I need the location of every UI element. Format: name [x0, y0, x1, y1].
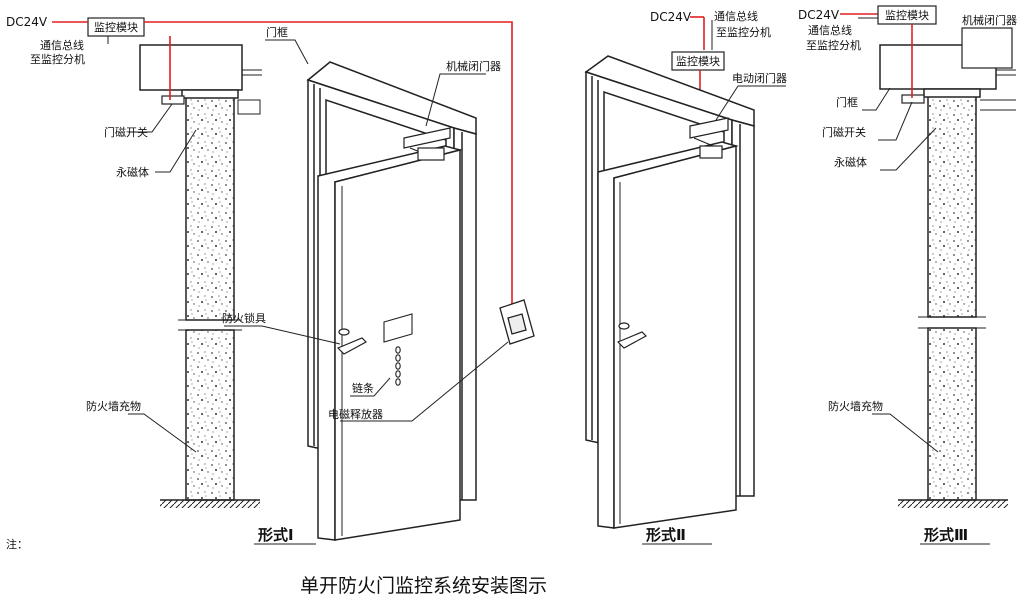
dc24v-label-3: DC24V	[798, 8, 840, 22]
magnet-label-3: 永磁体	[834, 155, 867, 169]
monitor-module-box-3	[877, 5, 937, 25]
leaders-2	[715, 85, 786, 121]
bus-label-3a: 通信总线	[808, 23, 852, 37]
note-label: 注：	[6, 537, 28, 551]
frame-label-3: 门框	[836, 95, 858, 109]
door-1	[306, 61, 477, 541]
module-label-1: 监控模块	[94, 20, 138, 34]
fill-label-1: 防火墙充物	[86, 399, 141, 413]
bus-label-1a: 通信总线	[40, 38, 84, 52]
leaders-3	[862, 87, 939, 453]
closer-label-3: 机械闭门器	[962, 13, 1017, 27]
magnet-label-1: 永磁体	[116, 165, 149, 179]
form-3: DC24V 监控模块 通信总线 至监控分机 机械闭门器 门框 门磁开关 永磁体 …	[798, 5, 1017, 545]
bus-label-2a: 通信总线	[714, 9, 758, 23]
diagram-title: 单开防火门监控系统安装图示	[300, 575, 547, 597]
closer-label-1: 机械闭门器	[446, 59, 501, 73]
form-1-label: 形式Ⅰ	[258, 526, 294, 544]
bus-label-3b: 至监控分机	[806, 38, 861, 52]
chain-label-1: 链条	[352, 381, 374, 395]
fire-lock-2	[616, 322, 647, 349]
switch-label-1: 门磁开关	[104, 125, 148, 139]
module-label-2: 监控模块	[676, 54, 720, 68]
top-housing-1	[139, 44, 262, 115]
electromagnetic-release-1	[499, 299, 535, 345]
switch-label-3: 门磁开关	[822, 125, 866, 139]
form-2: DC24V 通信总线 至监控分机 监控模块 电动闭	[584, 9, 787, 545]
chain-1	[383, 313, 413, 386]
door-2	[584, 55, 755, 529]
top-housing-3	[879, 27, 1016, 111]
release-label-1: 电磁释放器	[328, 407, 383, 421]
monitor-module-box-1	[87, 17, 145, 37]
mechanical-closer-1	[403, 127, 451, 161]
bus-label-1b: 至监控分机	[30, 52, 85, 66]
wall-column-1	[160, 94, 260, 508]
closer-label-2: 电动闭门器	[732, 71, 787, 85]
wall-column-3	[898, 94, 1008, 508]
bus-label-2b: 至监控分机	[716, 25, 771, 39]
dc24v-label-1: DC24V	[6, 15, 48, 29]
module-label-3: 监控模块	[885, 8, 929, 22]
form-1: 监控模块 DC24V 通信总线 至监控分机	[6, 15, 535, 545]
form-3-label: 形式Ⅲ	[924, 526, 968, 544]
lock-label-1: 防火锁具	[222, 311, 266, 325]
leaders-1	[128, 39, 509, 453]
dc24v-label-2: DC24V	[650, 10, 692, 24]
monitor-module-box-2	[671, 51, 725, 71]
fill-label-3: 防火墙充物	[828, 399, 883, 413]
electric-closer-2	[689, 117, 729, 159]
fire-lock-1	[336, 328, 367, 355]
signal-wire-1	[144, 21, 513, 310]
form-2-label: 形式Ⅱ	[646, 526, 686, 544]
frame-label-1: 门框	[266, 25, 288, 39]
